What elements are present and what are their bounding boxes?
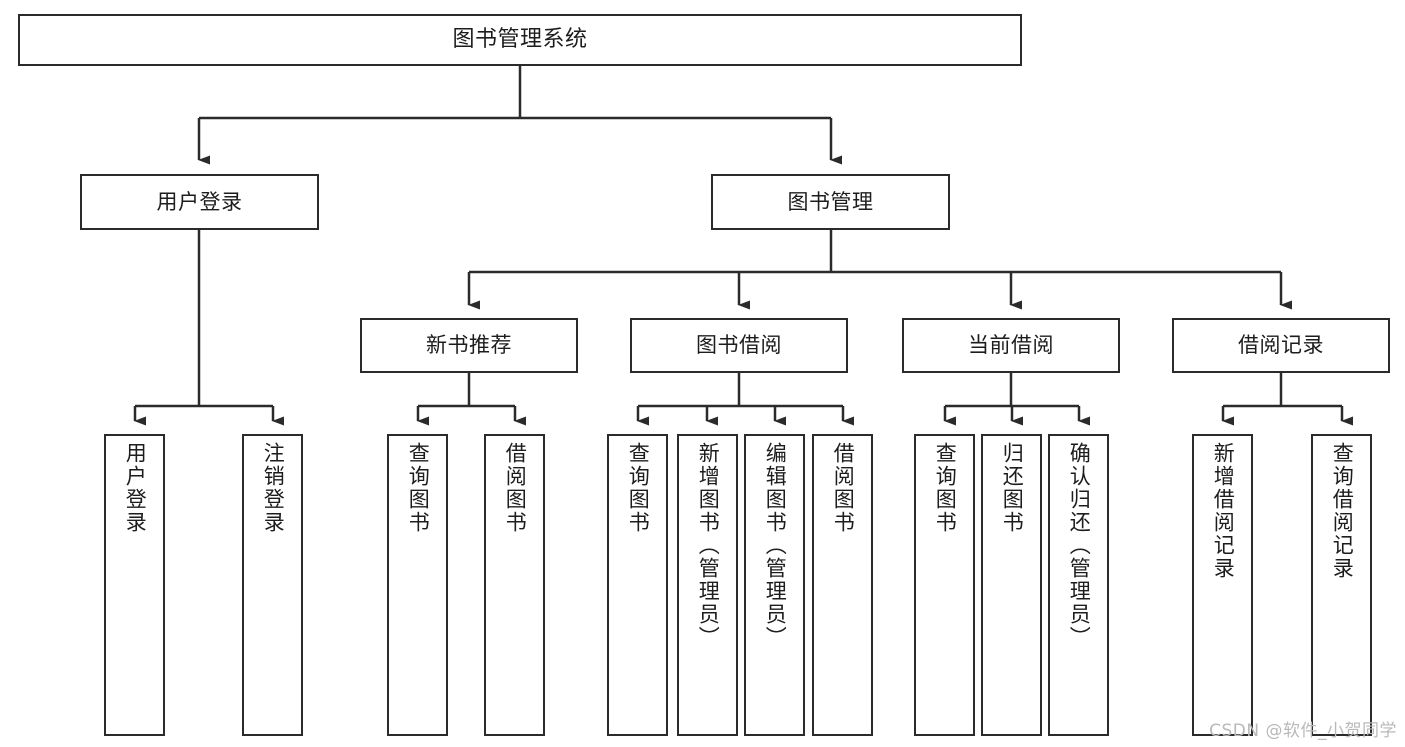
node-leaf-logout[interactable]: 注销登录 <box>242 434 303 736</box>
node-leaf-query-book-2[interactable]: 查询图书 <box>607 434 668 736</box>
node-leaf-return-book-label: 归还图书 <box>1000 442 1025 534</box>
node-new-book-recommend-label: 新书推荐 <box>426 333 512 358</box>
node-leaf-add-borrow-record[interactable]: 新增借阅记录 <box>1192 434 1253 736</box>
node-leaf-edit-book[interactable]: 编辑图书（管理员） <box>744 434 805 736</box>
node-borrow-record-label: 借阅记录 <box>1238 333 1324 358</box>
node-book-borrow-label: 图书借阅 <box>696 333 782 358</box>
node-leaf-user-login-label: 用户登录 <box>123 442 148 534</box>
node-leaf-confirm-return-label: 确认归还（管理员） <box>1067 442 1092 649</box>
node-book-manage[interactable]: 图书管理 <box>711 174 950 230</box>
node-root-label: 图书管理系统 <box>452 27 588 53</box>
node-book-manage-label: 图书管理 <box>787 189 874 214</box>
node-leaf-edit-book-label: 编辑图书（管理员） <box>763 442 788 649</box>
node-book-borrow[interactable]: 图书借阅 <box>630 318 848 373</box>
node-leaf-query-borrow-record[interactable]: 查询借阅记录 <box>1311 434 1372 736</box>
node-leaf-query-book-1-label: 查询图书 <box>406 442 431 534</box>
node-leaf-query-book-3[interactable]: 查询图书 <box>914 434 975 736</box>
node-leaf-logout-label: 注销登录 <box>261 442 286 534</box>
node-leaf-borrow-book-2-label: 借阅图书 <box>831 442 856 534</box>
node-leaf-borrow-book-1-label: 借阅图书 <box>503 442 528 534</box>
node-leaf-query-borrow-record-label: 查询借阅记录 <box>1330 442 1355 580</box>
node-leaf-user-login[interactable]: 用户登录 <box>104 434 165 736</box>
node-new-book-recommend[interactable]: 新书推荐 <box>360 318 578 373</box>
node-leaf-add-book[interactable]: 新增图书（管理员） <box>677 434 738 736</box>
node-leaf-return-book[interactable]: 归还图书 <box>981 434 1042 736</box>
node-leaf-confirm-return[interactable]: 确认归还（管理员） <box>1048 434 1109 736</box>
node-leaf-borrow-book-1[interactable]: 借阅图书 <box>484 434 545 736</box>
node-leaf-query-book-2-label: 查询图书 <box>626 442 651 534</box>
node-leaf-add-borrow-record-label: 新增借阅记录 <box>1211 442 1236 580</box>
node-user-login-label: 用户登录 <box>156 189 243 214</box>
node-borrow-record[interactable]: 借阅记录 <box>1172 318 1390 373</box>
node-leaf-query-book-3-label: 查询图书 <box>933 442 958 534</box>
node-user-login[interactable]: 用户登录 <box>80 174 319 230</box>
node-leaf-add-book-label: 新增图书（管理员） <box>696 442 721 649</box>
node-current-borrow-label: 当前借阅 <box>968 333 1054 358</box>
node-current-borrow[interactable]: 当前借阅 <box>902 318 1120 373</box>
node-root[interactable]: 图书管理系统 <box>18 14 1022 66</box>
node-leaf-borrow-book-2[interactable]: 借阅图书 <box>812 434 873 736</box>
node-leaf-query-book-1[interactable]: 查询图书 <box>387 434 448 736</box>
watermark: CSDN @软件_小贺同学 <box>1209 721 1397 741</box>
